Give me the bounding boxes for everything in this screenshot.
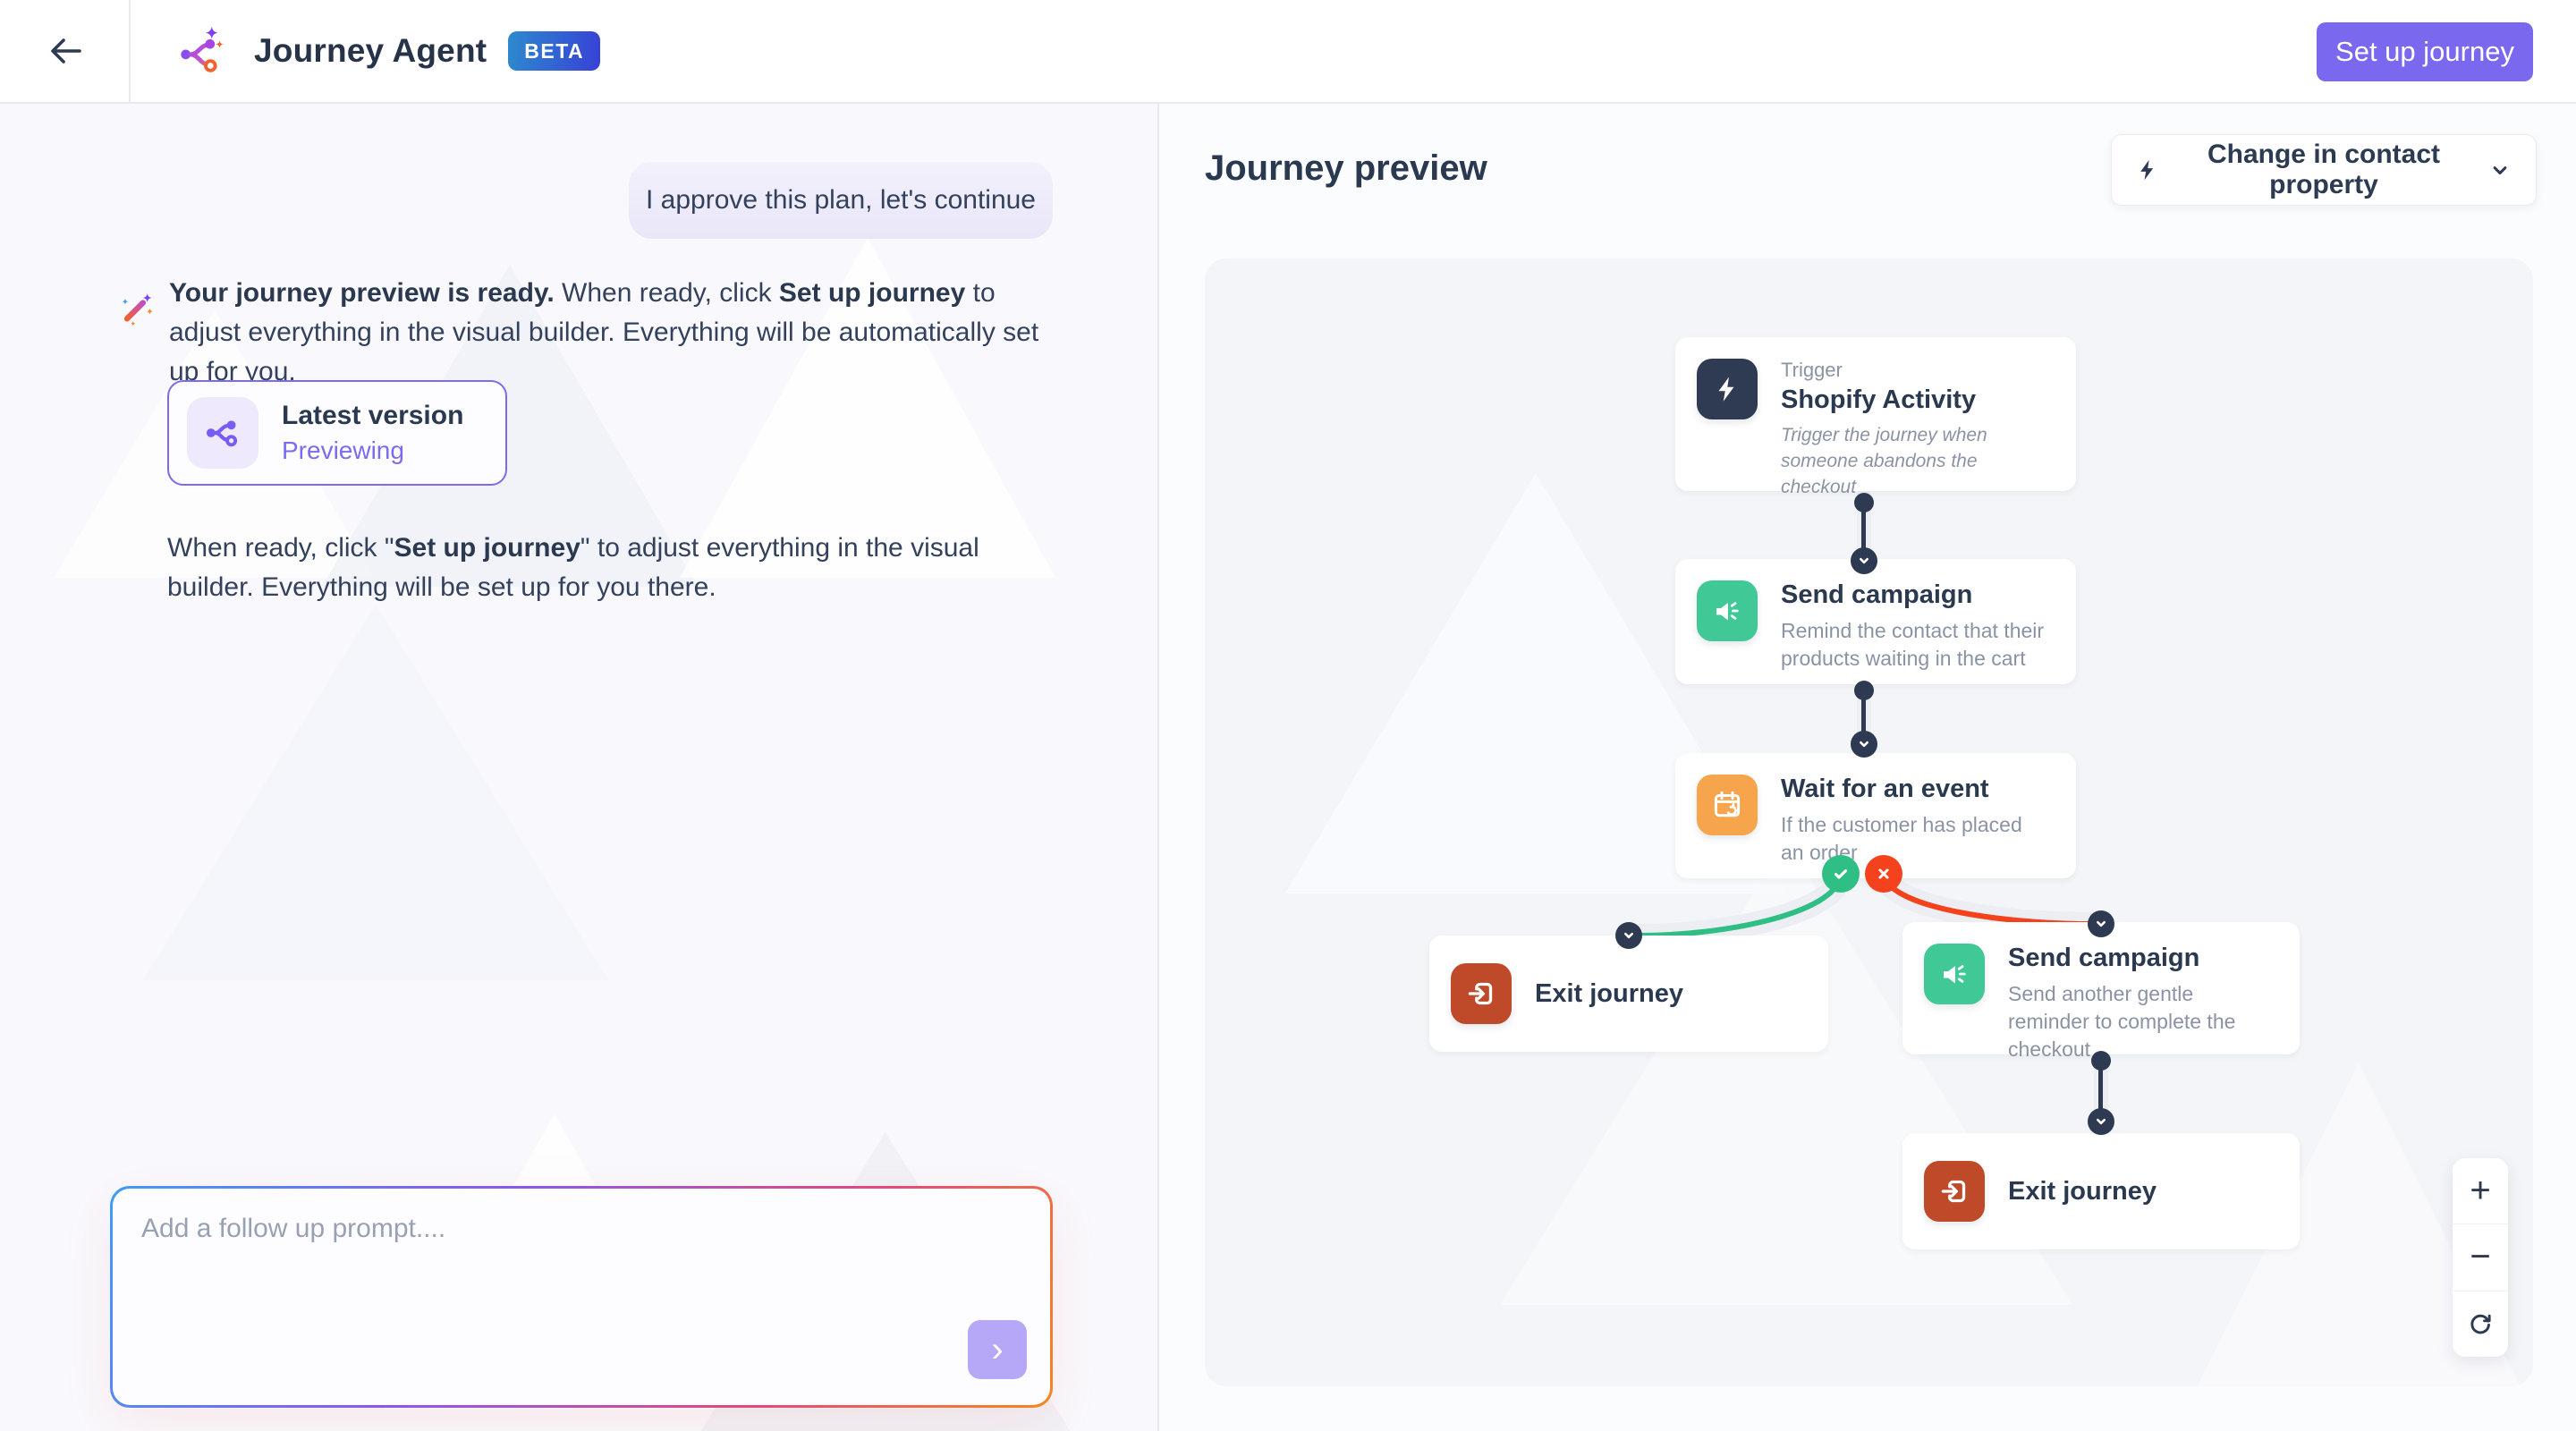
note-bold: Set up journey bbox=[394, 533, 580, 563]
node-text: Send campaign Send another gentle remind… bbox=[2008, 944, 2276, 1061]
latest-version-card[interactable]: Latest version Previewing bbox=[167, 380, 507, 486]
node-send-campaign-1[interactable]: Send campaign Remind the contact that th… bbox=[1675, 559, 2076, 684]
connector-dot bbox=[1854, 681, 1874, 700]
node-send-campaign-2[interactable]: Send campaign Send another gentle remind… bbox=[1902, 922, 2300, 1061]
connector-line bbox=[1861, 495, 1866, 561]
zoom-in-button[interactable]: + bbox=[2453, 1158, 2508, 1224]
user-message-text: I approve this plan, let's continue bbox=[646, 185, 1036, 215]
chevron-down-icon bbox=[2493, 166, 2507, 175]
connector-line bbox=[1861, 686, 1866, 745]
zoom-out-button[interactable]: − bbox=[2453, 1224, 2508, 1290]
connector-chevron bbox=[2088, 1108, 2114, 1135]
background-pattern bbox=[143, 605, 608, 980]
note-start: When ready, click " bbox=[167, 533, 394, 563]
version-card-status: Previewing bbox=[282, 436, 404, 464]
version-card-title: Latest version bbox=[282, 401, 464, 430]
plus-icon: + bbox=[2470, 1171, 2491, 1211]
app-header: Journey Agent BETA Set up journey bbox=[0, 0, 2576, 104]
follow-up-prompt-input[interactable] bbox=[113, 1189, 1050, 1405]
journey-branch-icon bbox=[206, 420, 238, 447]
version-icon-tile bbox=[187, 397, 258, 469]
megaphone-icon bbox=[1697, 580, 1758, 641]
exit-icon bbox=[1451, 963, 1512, 1024]
x-icon bbox=[1878, 868, 1889, 879]
canvas-zoom-controls: + − bbox=[2453, 1158, 2508, 1357]
node-text: Trigger Shopify Activity Trigger the jou… bbox=[1781, 359, 2049, 497]
set-up-journey-button[interactable]: Set up journey bbox=[2317, 22, 2533, 81]
send-chevron-icon: › bbox=[991, 1330, 1004, 1369]
magic-wand-icon bbox=[122, 293, 153, 326]
journey-preview-panel: Journey preview Change in contact proper… bbox=[1161, 104, 2576, 1431]
trigger-bolt-icon bbox=[1697, 359, 1758, 419]
chat-panel: I approve this plan, let's continue Your… bbox=[0, 104, 1159, 1431]
node-description: Remind the contact that their products w… bbox=[1781, 619, 2045, 670]
node-title: Send campaign bbox=[1781, 580, 1973, 609]
trigger-type-dropdown[interactable]: Change in contact property bbox=[2111, 134, 2537, 206]
node-description: If the customer has placed an order bbox=[1781, 813, 2022, 864]
exit-icon bbox=[1924, 1161, 1985, 1222]
node-description: Trigger the journey when someone abandon… bbox=[1781, 425, 1987, 497]
connector-dot bbox=[1854, 493, 1874, 512]
refresh-icon bbox=[2470, 1315, 2491, 1334]
megaphone-icon bbox=[1924, 944, 1985, 1004]
connector-chevron bbox=[1851, 547, 1877, 574]
user-message-bubble: I approve this plan, let's continue bbox=[629, 162, 1053, 239]
node-kind-label: Trigger bbox=[1781, 359, 1843, 381]
connector-dot bbox=[2091, 1051, 2111, 1071]
node-exit-journey-no[interactable]: Exit journey bbox=[1902, 1133, 2300, 1249]
app-brand: Journey Agent BETA bbox=[177, 0, 601, 102]
calendar-event-icon bbox=[1697, 775, 1758, 835]
node-text: Wait for an event If the customer has pl… bbox=[1781, 775, 2049, 864]
prompt-input-inner: › bbox=[113, 1189, 1050, 1405]
branch-yes-edge bbox=[1637, 873, 1843, 938]
connector-line bbox=[2098, 1057, 2103, 1120]
assistant-note-text: When ready, click "Set up journey" to ad… bbox=[167, 529, 1026, 607]
prompt-input-container: › bbox=[110, 1186, 1053, 1408]
back-arrow-icon bbox=[51, 38, 81, 64]
lightning-icon bbox=[2140, 159, 2154, 181]
branch-no-edge bbox=[1881, 873, 2093, 927]
assistant-text-action: Set up journey bbox=[778, 278, 966, 308]
node-title: Exit journey bbox=[2008, 1176, 2157, 1206]
send-prompt-button[interactable]: › bbox=[968, 1320, 1027, 1379]
version-card-text: Latest version Previewing bbox=[282, 401, 463, 465]
reset-view-button[interactable] bbox=[2453, 1290, 2508, 1357]
journey-agent-logo-icon bbox=[181, 26, 224, 72]
app-title: Journey Agent bbox=[254, 32, 487, 69]
dropdown-label: Change in contact property bbox=[2207, 140, 2441, 199]
assistant-message-text: Your journey preview is ready. When read… bbox=[169, 274, 1053, 392]
branch-no-pin bbox=[1865, 855, 1902, 893]
assistant-text-mid: When ready, click bbox=[554, 278, 779, 308]
connector-chevron bbox=[2088, 910, 2114, 937]
assistant-message: Your journey preview is ready. When read… bbox=[117, 274, 1053, 392]
node-title: Wait for an event bbox=[1781, 775, 1989, 803]
journey-canvas[interactable]: Trigger Shopify Activity Trigger the jou… bbox=[1205, 258, 2533, 1386]
node-exit-journey-yes[interactable]: Exit journey bbox=[1429, 936, 1828, 1052]
node-description: Send another gentle reminder to complete… bbox=[2008, 982, 2236, 1061]
branch-yes-pin bbox=[1822, 855, 1860, 893]
check-icon bbox=[1834, 869, 1848, 879]
node-title: Send campaign bbox=[2008, 944, 2200, 972]
preview-title: Journey preview bbox=[1205, 148, 1487, 188]
minus-icon: − bbox=[2470, 1237, 2491, 1277]
back-button[interactable] bbox=[0, 0, 131, 102]
node-title: Shopify Activity bbox=[1781, 385, 1977, 414]
connector-chevron bbox=[1615, 922, 1642, 949]
connector-chevron bbox=[1851, 731, 1877, 758]
node-trigger-shopify-activity[interactable]: Trigger Shopify Activity Trigger the jou… bbox=[1675, 337, 2076, 497]
assistant-text-bold: Your journey preview is ready. bbox=[169, 278, 555, 308]
beta-badge: BETA bbox=[508, 31, 601, 71]
node-title: Exit journey bbox=[1535, 978, 1683, 1008]
node-text: Send campaign Remind the contact that th… bbox=[1781, 580, 2058, 670]
